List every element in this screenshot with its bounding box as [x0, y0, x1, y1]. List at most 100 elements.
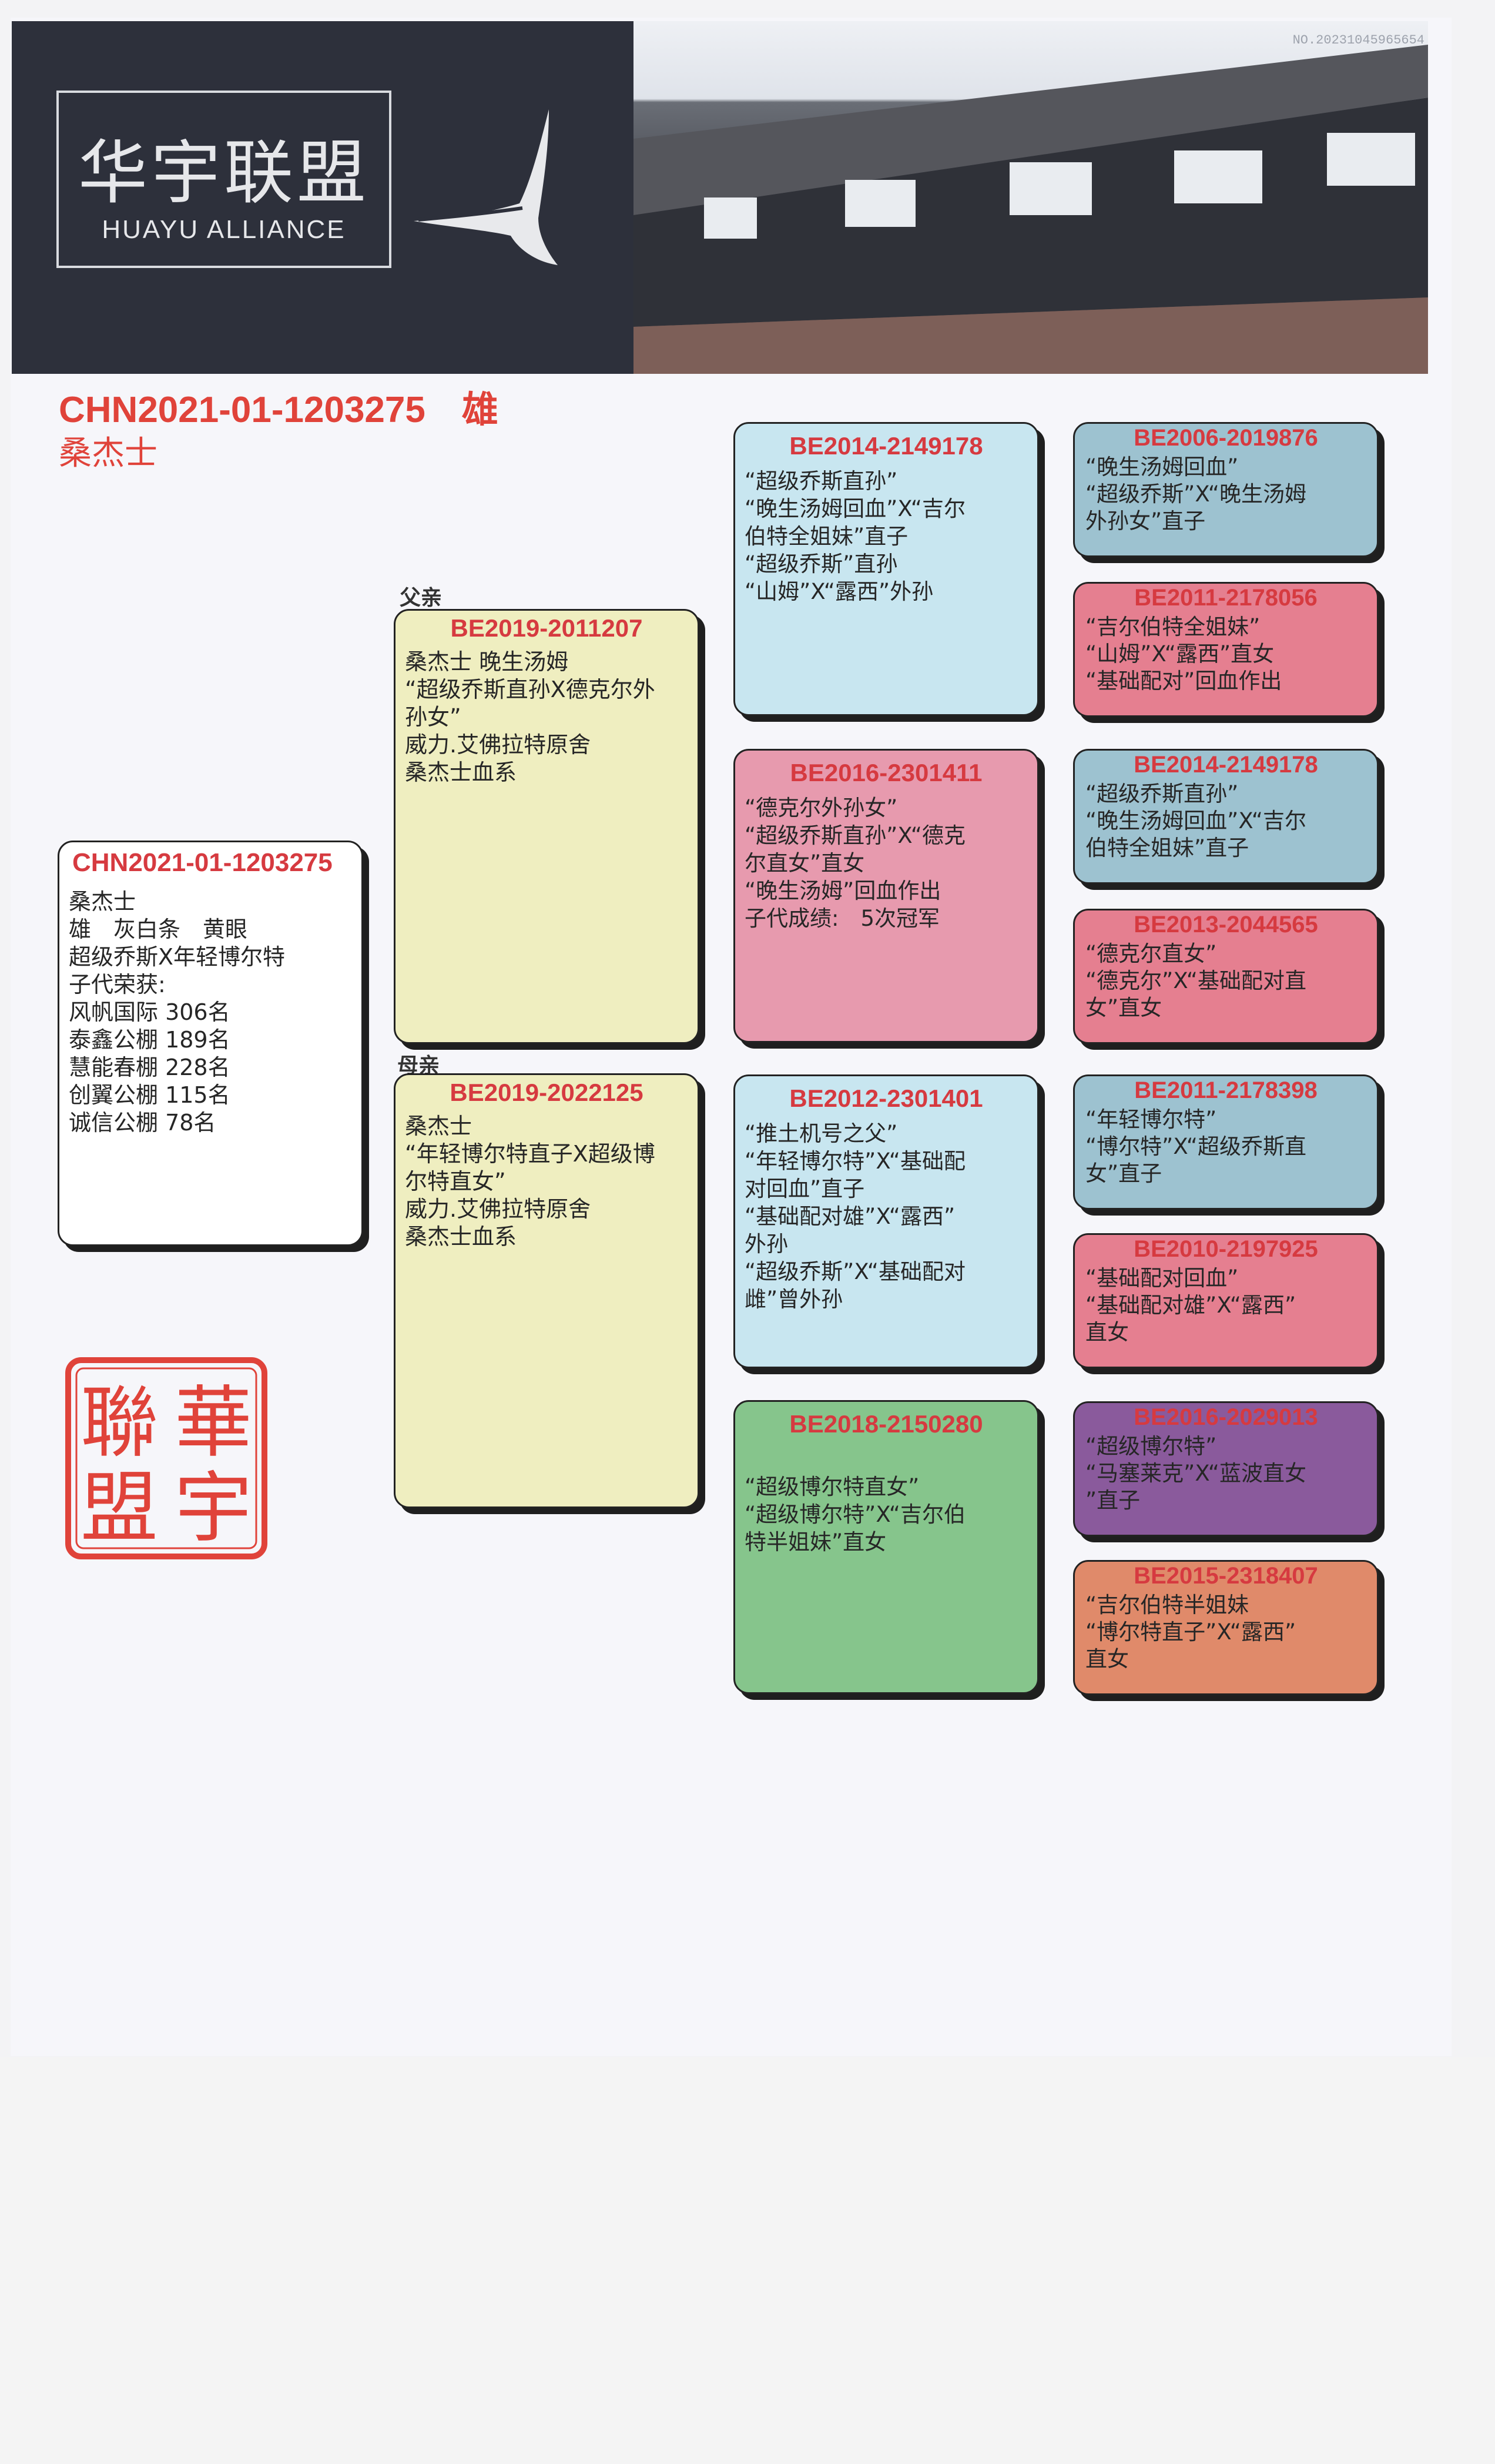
page-margin — [0, 2057, 1495, 2464]
dam-title: BE2019-2022125 — [450, 1079, 643, 1106]
dam-line: 尔特直女” — [405, 1169, 506, 1194]
ggp-lines: “吉尔伯特半姐妹 “博尔特直子”X“露西” 直女 — [1075, 1589, 1377, 1673]
great-grandparent-card-3: BE2013-2044565 “德克尔直女” “德克尔”X“基础配对直 女”直女 — [1073, 909, 1379, 1044]
card-line: 泰鑫公棚 189名 — [69, 1027, 230, 1053]
dam-lines: 桑杰士 “年轻博尔特直子X超级博 尔特直女” 威力.艾佛拉特原舍 桑杰士血系 — [395, 1107, 698, 1251]
grandparent-title: BE2018-2150280 — [789, 1410, 983, 1438]
dam-line: “年轻博尔特直子X超级博 — [405, 1141, 655, 1167]
sire-label: 父亲 — [400, 586, 443, 610]
grandparent-title: BE2014-2149178 — [789, 432, 983, 460]
card-line: 风帆国际 306名 — [69, 999, 230, 1025]
grandparent-title: BE2012-2301401 — [789, 1084, 983, 1112]
gp-line: 伯特全姐妹”直子 — [745, 524, 909, 549]
sire-line: 桑杰士血系 — [405, 759, 517, 785]
ggp-lines: “超级乔斯直孙” “晚生汤姆回血”X“吉尔 伯特全姐妹”直子 — [1075, 778, 1377, 862]
ggp-line: “基础配对雄”X“露西” — [1085, 1293, 1296, 1318]
card-line: 桑杰士 — [69, 889, 136, 915]
loft-photo: NO.20231045965654 — [633, 21, 1428, 374]
grandparent-lines: “德克尔外孙女” “超级乔斯直孙”X“德克 尔直女”直女 “晚生汤姆”回血作出 … — [735, 787, 1037, 932]
logo-chinese-text: 华宇联盟 — [78, 132, 370, 213]
ggp-lines: “超级博尔特” “马塞莱克”X“蓝波直女 ”直子 — [1075, 1431, 1377, 1514]
ggp-line: “超级乔斯”X“晚生汤姆 — [1085, 481, 1306, 507]
ggp-line: ”直子 — [1085, 1488, 1141, 1513]
loft-illustration — [633, 45, 1428, 374]
gp-line: “年轻博尔特”X“基础配 — [745, 1149, 966, 1174]
gp-line: “基础配对雄”X“露西” — [745, 1204, 956, 1229]
ggp-lines: “晚生汤姆回血” “超级乔斯”X“晚生汤姆 外孙女”直子 — [1075, 451, 1377, 535]
seal-char: 華 — [175, 1378, 252, 1468]
gp-line: “超级乔斯直孙”X“德克 — [745, 823, 966, 848]
great-grandparent-card-2: BE2014-2149178 “超级乔斯直孙” “晚生汤姆回血”X“吉尔 伯特全… — [1073, 749, 1379, 884]
ggp-line: 女”直女 — [1085, 995, 1162, 1020]
ggp-line: “晚生汤姆回血” — [1085, 454, 1239, 480]
grandparent-card-3: BE2018-2150280 “超级博尔特直女” “超级博尔特”X“吉尔伯 特半… — [733, 1400, 1039, 1694]
gp-line: “晚生汤姆”回血作出 — [745, 878, 941, 903]
sire-line: 孙女” — [405, 704, 461, 730]
gp-line: “超级博尔特”X“吉尔伯 — [745, 1502, 966, 1527]
sire-line: 桑杰士 晚生汤姆 — [405, 649, 569, 675]
card-line: 超级乔斯X年轻博尔特 — [69, 944, 286, 970]
ggp-line: “基础配对”回血作出 — [1085, 668, 1282, 694]
great-grandparent-card-6: BE2016-2029013 “超级博尔特” “马塞莱克”X“蓝波直女 ”直子 — [1073, 1401, 1379, 1536]
photo-serial: NO.20231045965654 — [1292, 33, 1424, 48]
ggp-title: BE2013-2044565 — [1134, 912, 1318, 938]
great-grandparent-card-5: BE2010-2197925 “基础配对回血” “基础配对雄”X“露西” 直女 — [1073, 1233, 1379, 1368]
ggp-line: “超级博尔特” — [1085, 1434, 1217, 1459]
dam-line: 威力.艾佛拉特原舍 — [405, 1196, 591, 1222]
ggp-line: “晚生汤姆回血”X“吉尔 — [1085, 808, 1306, 833]
card-line: 慧能春棚 228名 — [69, 1054, 230, 1080]
grandparent-card-0: BE2014-2149178 “超级乔斯直孙” “晚生汤姆回血”X“吉尔 伯特全… — [733, 422, 1039, 716]
gp-line: 特半姐妹”直女 — [745, 1529, 887, 1555]
red-seal-stamp: 華 宇 聯 盟 — [65, 1357, 267, 1559]
logo-english-text: HUAYU ALLIANCE — [102, 215, 346, 244]
ggp-title: BE2010-2197925 — [1134, 1236, 1318, 1262]
gp-line: “超级乔斯直孙” — [745, 468, 898, 494]
gp-line: “超级乔斯”直孙 — [745, 551, 898, 577]
gp-line: “山姆”X“露西”外孙 — [745, 579, 934, 604]
gp-line: “德克尔外孙女” — [745, 795, 898, 821]
bird-logo-icon — [414, 109, 558, 265]
ggp-line: “年轻博尔特” — [1085, 1107, 1217, 1132]
ggp-line: “马塞莱克”X“蓝波直女 — [1085, 1461, 1306, 1486]
gp-line: “晚生汤姆回血”X“吉尔 — [745, 496, 966, 521]
card-line: 雄 灰白条 黄眼 — [69, 916, 248, 942]
ggp-line: “德克尔”X“基础配对直 — [1085, 968, 1306, 993]
ggp-line: “超级乔斯直孙” — [1085, 781, 1239, 806]
card-line: 诚信公棚 78名 — [69, 1110, 216, 1136]
gp-line — [745, 1445, 1037, 1473]
ggp-title: BE2014-2149178 — [1134, 752, 1318, 778]
header-banner: 华宇联盟 HUAYU ALLIANCE NO.20231045965654 — [12, 21, 1428, 374]
ggp-line: 直女 — [1085, 1646, 1129, 1672]
seal-border — [65, 1357, 267, 1559]
ggp-lines: “年轻博尔特” “博尔特”X“超级乔斯直 女”直子 — [1075, 1104, 1377, 1187]
gp-line: 雌”曾外孙 — [745, 1287, 843, 1312]
grandparent-lines: “超级乔斯直孙” “晚生汤姆回血”X“吉尔 伯特全姐妹”直子 “超级乔斯”直孙 … — [735, 460, 1037, 605]
ggp-lines: “吉尔伯特全姐妹” “山姆”X“露西”直女 “基础配对”回血作出 — [1075, 611, 1377, 695]
great-grandparent-card-7: BE2015-2318407 “吉尔伯特半姐妹 “博尔特直子”X“露西” 直女 — [1073, 1560, 1379, 1695]
grandparent-title: BE2016-2301411 — [790, 759, 983, 786]
dam-line: 桑杰士 — [405, 1113, 472, 1139]
sire-card: BE2019-2011207 桑杰士 晚生汤姆 “超级乔斯直孙X德克尔外 孙女”… — [394, 609, 699, 1044]
ggp-title: BE2011-2178056 — [1134, 585, 1318, 611]
seal-char: 盟 — [81, 1463, 158, 1554]
card-line: 子代荣获: — [69, 972, 166, 997]
ggp-line: “吉尔伯特半姐妹 — [1085, 1592, 1249, 1618]
great-grandparent-card-4: BE2011-2178398 “年轻博尔特” “博尔特”X“超级乔斯直 女”直子 — [1073, 1074, 1379, 1210]
ggp-title: BE2016-2029013 — [1134, 1404, 1318, 1430]
subject-name: 桑杰士 — [59, 434, 157, 473]
ggp-line: “德克尔直女” — [1085, 941, 1217, 966]
gp-line: “推土机号之父” — [745, 1121, 898, 1146]
grandparent-card-1: BE2016-2301411 “德克尔外孙女” “超级乔斯直孙”X“德克 尔直女… — [733, 749, 1039, 1043]
ggp-title: BE2011-2178398 — [1134, 1077, 1318, 1103]
subject-card-lines: 桑杰士 雄 灰白条 黄眼 超级乔斯X年轻博尔特 子代荣获: 风帆国际 306名 … — [59, 878, 361, 1137]
ggp-line: “博尔特直子”X“露西” — [1085, 1619, 1296, 1645]
ggp-title: BE2006-2019876 — [1134, 425, 1318, 451]
gp-line: 外孙 — [745, 1231, 788, 1257]
gp-line: 子代成绩: 5次冠军 — [745, 906, 940, 931]
gp-line: 尔直女”直女 — [745, 851, 865, 876]
subject-card-title: CHN2021-01-1203275 — [72, 848, 333, 877]
gp-line: “超级博尔特直女” — [745, 1474, 920, 1499]
subject-card: CHN2021-01-1203275 桑杰士 雄 灰白条 黄眼 超级乔斯X年轻博… — [58, 841, 363, 1246]
ggp-line: 女”直子 — [1085, 1161, 1162, 1186]
dam-line: 桑杰士血系 — [405, 1224, 517, 1250]
